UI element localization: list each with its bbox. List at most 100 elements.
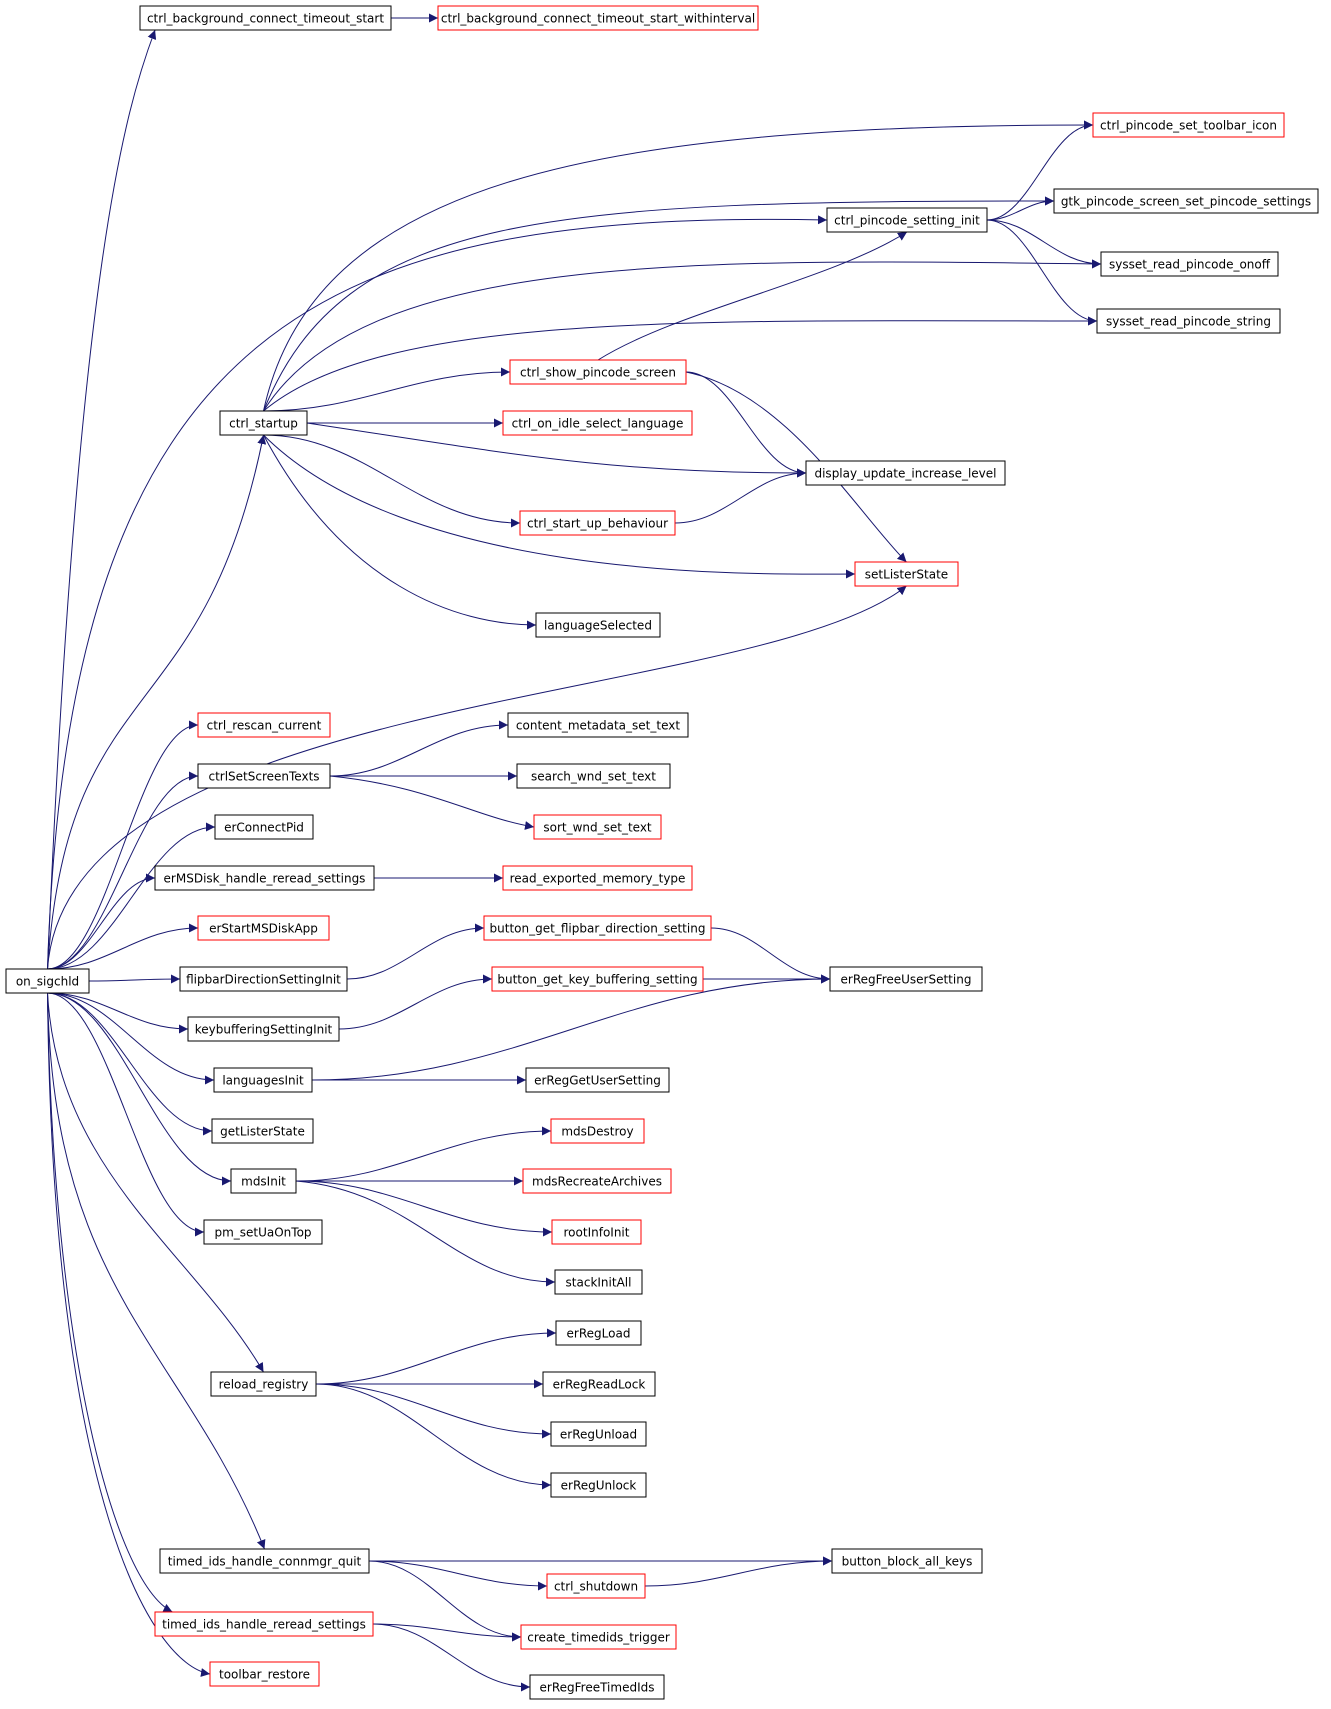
node-create_timedids_trigger[interactable]: create_timedids_trigger — [520, 1624, 677, 1650]
node-label: button_get_key_buffering_setting — [497, 973, 697, 987]
call-edge-timed_ids_handle_connmgr_quit-to-ctrl_shutdown — [368, 1560, 548, 1591]
node-box — [533, 814, 662, 840]
node-languagesInit[interactable]: languagesInit — [213, 1067, 313, 1093]
call-edge-reload_registry-to-erRegUnlock — [315, 1383, 552, 1490]
node-reload_registry[interactable]: reload_registry — [210, 1371, 317, 1397]
node-erConnectPid[interactable]: erConnectPid — [214, 814, 314, 840]
node-mdsDestroy[interactable]: mdsDestroy — [550, 1118, 645, 1144]
node-mdsRecreateArchives[interactable]: mdsRecreateArchives — [522, 1168, 672, 1194]
node-content_metadata_set_text[interactable]: content_metadata_set_text — [507, 712, 689, 738]
node-label: content_metadata_set_text — [516, 719, 680, 733]
node-label: mdsDestroy — [561, 1125, 633, 1139]
node-ctrl_shutdown[interactable]: ctrl_shutdown — [546, 1573, 646, 1599]
call-edge-on_sigchld-to-ctrl_pincode_setting_init — [47, 215, 828, 970]
node-box — [831, 1548, 983, 1574]
node-label: ctrl_background_connect_timeout_start — [147, 12, 384, 26]
node-setListerState[interactable]: setListerState — [854, 561, 959, 587]
node-search_wnd_set_text[interactable]: search_wnd_set_text — [516, 763, 671, 789]
node-box — [203, 1219, 323, 1245]
call-edge-ctrl_shutdown-to-button_block_all_keys — [644, 1556, 833, 1587]
node-button_block_all_keys[interactable]: button_block_all_keys — [831, 1548, 983, 1574]
node-erMSDisk_handle_reread_settings[interactable]: erMSDisk_handle_reread_settings — [154, 865, 375, 891]
call-edge-reload_registry-to-erRegLoad — [315, 1328, 557, 1385]
node-ctrl_show_pincode_screen[interactable]: ctrl_show_pincode_screen — [509, 359, 687, 385]
node-ctrl_background_connect_timeout_start[interactable]: ctrl_background_connect_timeout_start — [139, 5, 392, 31]
node-getListerState[interactable]: getListerState — [211, 1118, 314, 1144]
node-stackInitAll[interactable]: stackInitAll — [554, 1269, 643, 1295]
node-erRegUnload[interactable]: erRegUnload — [550, 1421, 647, 1447]
node-mdsInit[interactable]: mdsInit — [230, 1168, 297, 1194]
node-label: ctrl_shutdown — [554, 1580, 638, 1594]
node-label: ctrl_on_idle_select_language — [512, 417, 684, 431]
node-ctrl_pincode_setting_init[interactable]: ctrl_pincode_setting_init — [826, 207, 988, 233]
node-ctrl_startup[interactable]: ctrl_startup — [219, 410, 308, 436]
node-label: mdsRecreateArchives — [532, 1175, 662, 1189]
node-box — [535, 612, 661, 638]
node-button_get_flipbar_direction_setting[interactable]: button_get_flipbar_direction_setting — [483, 915, 712, 941]
node-box — [542, 1371, 656, 1397]
node-erRegReadLock[interactable]: erRegReadLock — [542, 1371, 656, 1397]
node-sysset_read_pincode_string[interactable]: sysset_read_pincode_string — [1096, 308, 1281, 334]
node-label: button_get_flipbar_direction_setting — [490, 922, 706, 936]
call-edge-reload_registry-to-erRegUnload — [315, 1383, 552, 1439]
node-sort_wnd_set_text[interactable]: sort_wnd_set_text — [533, 814, 662, 840]
node-erRegFreeUserSetting[interactable]: erRegFreeUserSetting — [829, 966, 983, 992]
node-ctrl_background_connect_timeout_start_withinterval[interactable]: ctrl_background_connect_timeout_start_wi… — [437, 5, 759, 31]
node-ctrlSetScreenTexts[interactable]: ctrlSetScreenTexts — [197, 763, 331, 789]
node-box — [1053, 188, 1319, 214]
node-toolbar_restore[interactable]: toolbar_restore — [209, 1661, 320, 1687]
node-box — [139, 5, 392, 31]
node-erRegFreeTimedIds[interactable]: erRegFreeTimedIds — [529, 1674, 665, 1700]
node-display_update_increase_level[interactable]: display_update_increase_level — [805, 460, 1006, 486]
call-edge-ctrl_startup-to-ctrl_show_pincode_screen — [263, 367, 511, 412]
node-rootInfoInit[interactable]: rootInfoInit — [551, 1219, 642, 1245]
node-box — [826, 207, 988, 233]
node-label: erMSDisk_handle_reread_settings — [164, 872, 366, 886]
node-languageSelected[interactable]: languageSelected — [535, 612, 661, 638]
node-box — [197, 915, 330, 941]
node-box — [211, 1118, 314, 1144]
node-box — [5, 968, 90, 994]
node-box — [230, 1168, 297, 1194]
node-timed_ids_handle_connmgr_quit[interactable]: timed_ids_handle_connmgr_quit — [159, 1548, 370, 1574]
call-edge-flipbarDirectionSettingInit-to-button_get_flipbar_direction_setting — [346, 923, 485, 980]
node-box — [550, 1472, 647, 1498]
node-ctrl_rescan_current[interactable]: ctrl_rescan_current — [197, 712, 331, 738]
node-label: gtk_pincode_screen_set_pincode_settings — [1061, 195, 1311, 209]
node-box — [502, 865, 693, 891]
node-gtk_pincode_screen_set_pincode_settings[interactable]: gtk_pincode_screen_set_pincode_settings — [1053, 188, 1319, 214]
node-keybufferingSettingInit[interactable]: keybufferingSettingInit — [187, 1016, 340, 1042]
node-pm_setUaOnTop[interactable]: pm_setUaOnTop — [203, 1219, 323, 1245]
node-flipbarDirectionSettingInit[interactable]: flipbarDirectionSettingInit — [179, 966, 348, 992]
node-read_exported_memory_type[interactable]: read_exported_memory_type — [502, 865, 693, 891]
node-box — [554, 1269, 643, 1295]
node-erRegUnlock[interactable]: erRegUnlock — [550, 1472, 647, 1498]
node-on_sigchld[interactable]: on_sigchld — [5, 968, 90, 994]
call-edge-ctrl_show_pincode_screen-to-ctrl_pincode_setting_init — [597, 231, 908, 361]
node-timed_ids_handle_reread_settings[interactable]: timed_ids_handle_reread_settings — [154, 1611, 374, 1637]
node-erStartMSDiskApp[interactable]: erStartMSDiskApp — [197, 915, 330, 941]
node-label: read_exported_memory_type — [510, 872, 686, 886]
call-edge-timed_ids_handle_reread_settings-to-erRegFreeTimedIds — [372, 1623, 531, 1692]
node-box — [509, 359, 687, 385]
node-label: on_sigchld — [16, 975, 79, 989]
node-ctrl_pincode_set_toolbar_icon[interactable]: ctrl_pincode_set_toolbar_icon — [1092, 112, 1285, 138]
node-box — [502, 410, 693, 436]
call-edge-on_sigchld-to-getListerState — [47, 992, 213, 1136]
node-erRegGetUserSetting[interactable]: erRegGetUserSetting — [525, 1067, 670, 1093]
node-ctrl_start_up_behaviour[interactable]: ctrl_start_up_behaviour — [519, 510, 676, 536]
node-ctrl_on_idle_select_language[interactable]: ctrl_on_idle_select_language — [502, 410, 693, 436]
node-box — [483, 915, 712, 941]
node-box — [213, 1067, 313, 1093]
node-box — [197, 763, 331, 789]
node-box — [546, 1573, 646, 1599]
node-label: keybufferingSettingInit — [195, 1023, 333, 1037]
node-label: search_wnd_set_text — [531, 770, 656, 784]
node-label: flipbarDirectionSettingInit — [186, 973, 341, 987]
call-edge-ctrl_startup-to-gtk_pincode_screen_set_pincode_settings — [263, 196, 1055, 412]
node-sysset_read_pincode_onoff[interactable]: sysset_read_pincode_onoff — [1100, 251, 1279, 277]
node-box — [529, 1674, 665, 1700]
node-erRegLoad[interactable]: erRegLoad — [555, 1320, 642, 1346]
call-edge-on_sigchld-to-pm_setUaOnTop — [47, 992, 205, 1237]
node-button_get_key_buffering_setting[interactable]: button_get_key_buffering_setting — [491, 966, 704, 992]
